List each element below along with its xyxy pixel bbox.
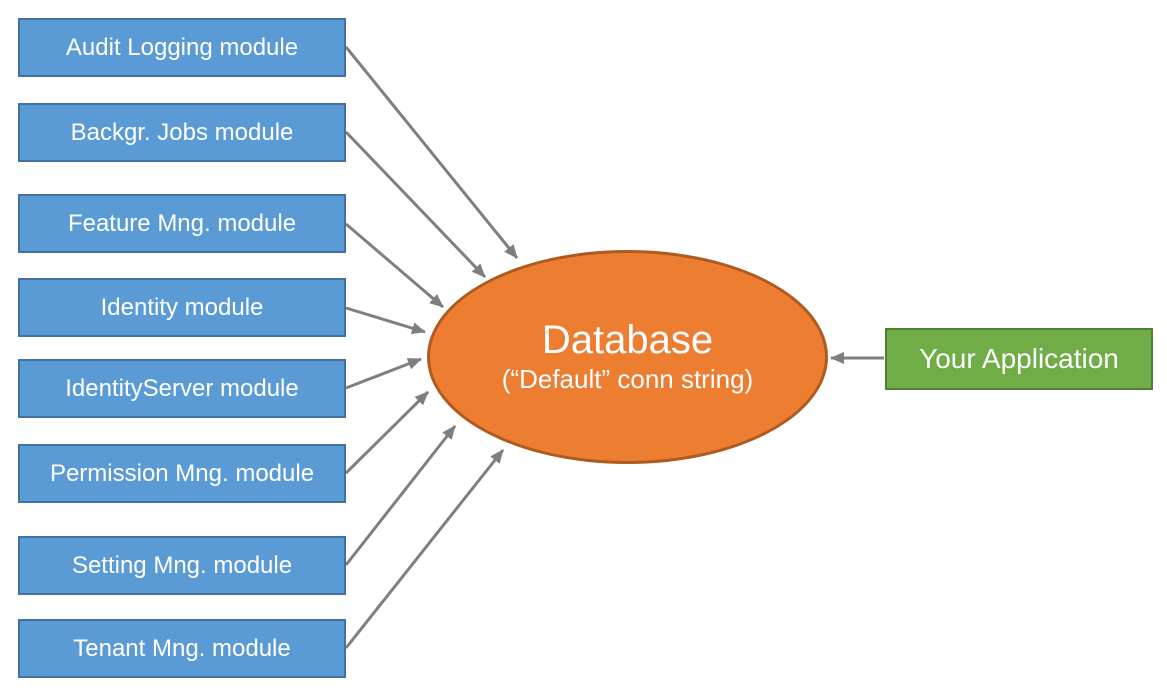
node-label: Identity module — [100, 293, 264, 321]
node-identity-module: Identity module — [18, 278, 346, 337]
arrow-permission-mng-to-database — [344, 390, 430, 475]
node-label: Audit Logging module — [65, 33, 299, 61]
arrow-tenant-mng-to-database — [344, 449, 505, 649]
node-your-application: Your Application — [885, 328, 1153, 390]
node-tenant-mng-module: Tenant Mng. module — [18, 619, 346, 678]
arrow-backgr-jobs-to-database — [344, 130, 487, 279]
arrow-audit-logging-to-database — [344, 46, 519, 259]
node-setting-mng-module: Setting Mng. module — [18, 536, 346, 595]
node-identityserver-module: IdentityServer module — [18, 359, 346, 418]
node-audit-logging-module: Audit Logging module — [18, 18, 346, 77]
node-permission-mng-module: Permission Mng. module — [18, 444, 346, 503]
node-label: Permission Mng. module — [49, 459, 315, 487]
database-title: Database — [541, 318, 714, 363]
arrow-identity-to-database — [345, 306, 426, 334]
node-backgr-jobs-module: Backgr. Jobs module — [18, 103, 346, 162]
node-feature-mng-module: Feature Mng. module — [18, 194, 346, 253]
node-label: Setting Mng. module — [71, 551, 293, 579]
arrow-identityserver-to-database — [345, 357, 422, 390]
arrow-setting-mng-to-database — [344, 425, 457, 566]
node-database: Database (“Default” conn string) — [427, 250, 828, 464]
node-label: Backgr. Jobs module — [70, 118, 294, 146]
node-label: Tenant Mng. module — [73, 634, 291, 662]
node-label: Feature Mng. module — [67, 209, 297, 237]
node-label: Your Application — [919, 343, 1119, 374]
node-label: IdentityServer module — [65, 374, 299, 402]
database-subtitle: (“Default” conn string) — [501, 364, 754, 395]
arrow-feature-mng-to-database — [345, 222, 444, 309]
